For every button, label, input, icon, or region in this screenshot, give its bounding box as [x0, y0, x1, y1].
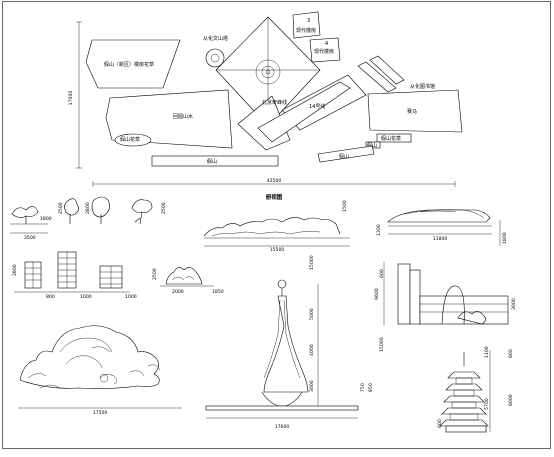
tree-h3: 2800 — [85, 202, 91, 214]
beijing-line-band — [257, 81, 351, 143]
buildings-w3: 1000 — [125, 294, 137, 300]
library-h1: 9600 — [374, 288, 380, 300]
tree-2 — [64, 198, 79, 224]
rockery-elevation: 2500 2000 1850 — [152, 267, 224, 295]
big-rock-outline — [19, 325, 160, 389]
tree-1 — [11, 206, 39, 224]
mountain-waves-elevation: 15500 1500 — [203, 200, 350, 253]
big-rock-dim: 17500 — [93, 410, 108, 416]
modern-building-4-shape — [309, 37, 341, 63]
tower-top-ball — [277, 279, 287, 289]
rockery-w2: 1850 — [212, 289, 224, 295]
pagoda-h3: 5700 — [484, 398, 490, 410]
buildings-h: 2800 — [12, 264, 18, 276]
plan-caption: 俯视图 — [266, 193, 283, 201]
library-h3: 600 — [379, 269, 385, 278]
tower-h3: 4000 — [309, 344, 315, 356]
label-jiashan-bottom: 假山 — [207, 158, 217, 165]
pagoda-h4: 8000 — [508, 394, 514, 406]
label-saima: 赛马 — [407, 108, 417, 115]
label-hui-yuan-shan-shui: 回圆山水 — [173, 113, 193, 120]
label-jiashan-tiny: 假山 — [367, 142, 377, 149]
tree-4 — [131, 199, 153, 225]
label-jiashan-huacao-right: 假山花草 — [381, 135, 401, 142]
tree-w1: 3500 — [24, 235, 36, 241]
pagoda-h2: 800 — [508, 349, 514, 358]
high-speed-train-elevation: 11800 1300 1800 — [376, 209, 508, 246]
waves-dim: 15500 — [270, 247, 285, 253]
jiashan-new-area-shape — [85, 39, 181, 89]
tower-body — [263, 295, 309, 393]
buildings-w1: 800 — [46, 294, 55, 300]
jiashan-right-strip — [317, 145, 375, 163]
tower-base — [205, 405, 359, 411]
jiashan-huacao-blob — [114, 133, 152, 147]
sheet-border — [2, 1, 551, 449]
tree-elevations: 1800 3500 2500 2800 2500 — [10, 196, 167, 241]
tower-h2: 5000 — [309, 308, 315, 320]
plan-height-dim: 17000 — [68, 91, 74, 106]
buildings-w2: 1000 — [80, 294, 92, 300]
jiashan-bottom-rect — [151, 155, 279, 167]
library-tower-1 — [397, 263, 411, 325]
modern-buildings-elevation: 2800 800 1000 1000 — [12, 251, 137, 300]
plan-total-dim: 42500 — [267, 178, 282, 184]
rockery-w1: 2000 — [172, 289, 184, 295]
library-w: 3000 — [511, 298, 517, 310]
label-wenshan-tower: 从化文山塔 — [203, 35, 228, 42]
tower-h6: 850 — [368, 383, 374, 392]
label-bldg-num-1: 3 — [307, 18, 310, 24]
pagoda-base — [445, 425, 487, 433]
label-line-14: 14号线 — [309, 103, 325, 110]
tower-w: 17600 — [275, 424, 290, 430]
library-elevation: 9600 15000 600 3000 — [374, 262, 517, 352]
tree-h4: 2500 — [161, 202, 167, 214]
saima-block — [367, 89, 463, 133]
hui-yuan-shan-shui-shape — [105, 89, 233, 149]
library-h2: 15000 — [379, 337, 385, 352]
label-modern-building-2: 现代楼房 — [314, 48, 334, 55]
tree-3 — [91, 196, 110, 224]
jiashan-small-rect — [365, 141, 381, 149]
pagoda-elevation: 1100 800 5700 8000 600 — [437, 346, 514, 433]
tower-h5: 750 — [360, 383, 366, 392]
tower-h1: 15000 — [309, 255, 315, 270]
label-jiashan-huacao-left: 假山花草 — [120, 136, 140, 143]
waves-h: 1500 — [342, 200, 348, 212]
wenshan-tower-plan-circle — [205, 48, 225, 68]
jiashan-huacao-right-rect — [376, 133, 412, 143]
tower-h4: 3000 — [309, 380, 315, 392]
rockery-h: 2500 — [152, 268, 158, 280]
train-h3: 1800 — [502, 232, 508, 244]
tree-h2: 2500 — [58, 202, 64, 214]
large-rockery-sculpture: 17500 — [18, 325, 182, 416]
modern-building-3-shape — [292, 11, 321, 39]
library-strip-2 — [369, 55, 405, 85]
train-h2: 1300 — [376, 224, 382, 236]
library-trees — [457, 311, 486, 325]
library-tower-2 — [409, 269, 421, 325]
label-library: 从化图书馆 — [410, 83, 435, 90]
pagoda-h1: 1100 — [484, 346, 490, 358]
pagoda-tiers — [439, 371, 489, 427]
waves-shape — [203, 217, 341, 237]
label-bldg-num-2: 4 — [325, 41, 328, 47]
train-shape — [387, 209, 491, 223]
pagoda-w: 600 — [437, 419, 443, 428]
plan-view: 17000 假山（新区）楼房花草 回圆山水 假山花草 假山 从化文山塔 3 现代… — [68, 11, 463, 201]
label-jiashan-right-small: 假山 — [339, 153, 349, 160]
central-tower-elevation: 17600 15000 5000 4000 3000 750 850 — [205, 255, 374, 430]
library-arch — [441, 285, 465, 325]
train-w: 11800 — [433, 236, 448, 242]
label-modern-building-1: 现代楼房 — [296, 27, 316, 34]
rockery-shape — [165, 267, 203, 285]
library-strip-1 — [357, 61, 397, 93]
label-beijing-line: 北京奇峰线 — [262, 99, 287, 106]
tree-h1: 1800 — [40, 216, 52, 222]
label-jiashan-new-area: 假山（新区）楼房花草 — [104, 61, 154, 68]
